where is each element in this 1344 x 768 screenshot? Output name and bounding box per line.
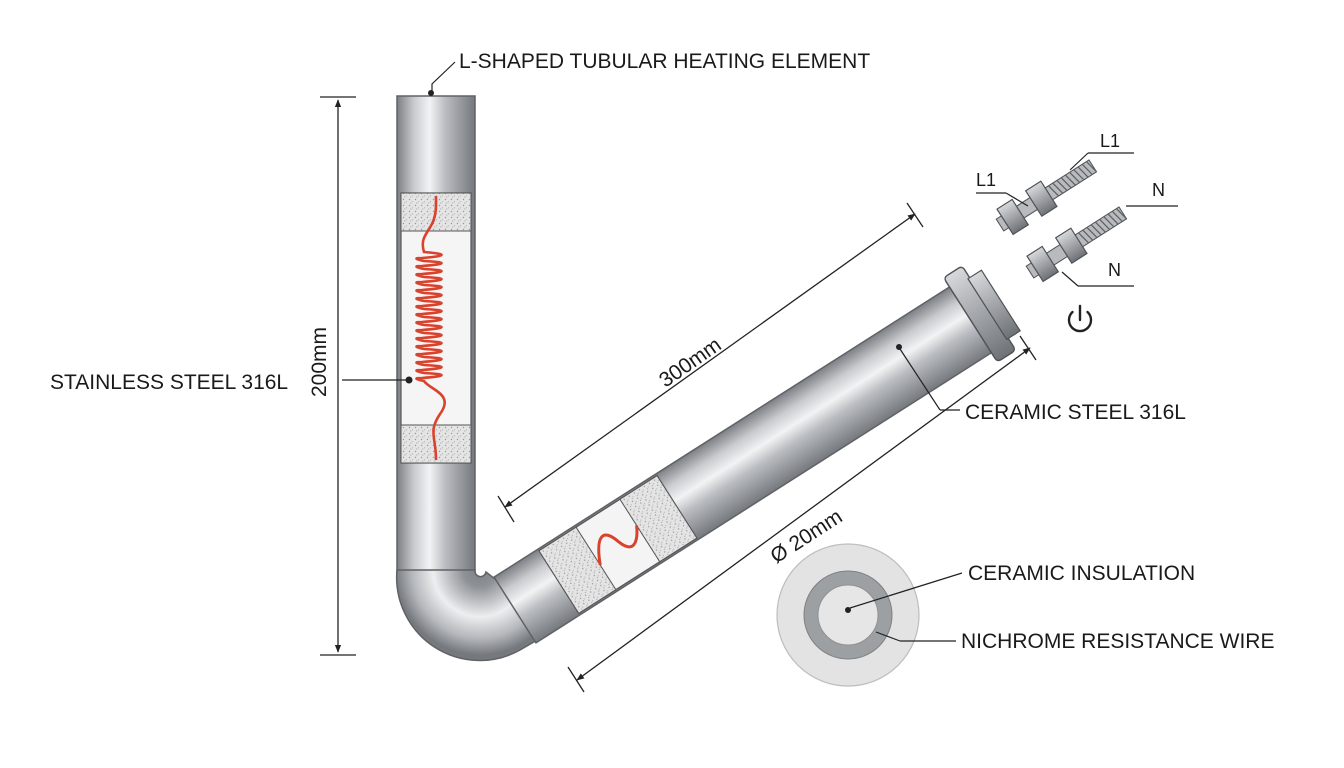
label-nichrome-wire: NICHROME RESISTANCE WIRE [875, 630, 1274, 653]
terminal-label-lower-inner: N [1108, 260, 1121, 280]
diagram-title: L-SHAPED TUBULAR HEATING ELEMENT [459, 50, 870, 73]
terminal-label-upper-outer: L1 [1100, 131, 1120, 151]
terminal-studs [995, 159, 1128, 283]
ceramic-insulation-label: CERAMIC INSULATION [968, 562, 1195, 585]
terminal-nut [1024, 180, 1058, 217]
nichrome-coil [415, 196, 446, 461]
tube-bend [395, 569, 560, 662]
dimension-vertical: 200mm [308, 96, 356, 656]
terminal-nut [996, 198, 1030, 236]
stainless-steel-label: STAINLESS STEEL 316L [50, 371, 288, 394]
title-group: L-SHAPED TUBULAR HEATING ELEMENT [428, 50, 870, 96]
label-ceramic-steel: CERAMIC STEEL 316L [896, 344, 1186, 424]
nichrome-wire-label: NICHROME RESISTANCE WIRE [961, 630, 1274, 653]
terminal-label-lower-outer: N [1152, 180, 1165, 200]
cross-section [776, 543, 920, 687]
label-stainless-steel: STAINLESS STEEL 316L [50, 371, 413, 394]
terminal-nut [1054, 227, 1088, 264]
vertical-cutaway [400, 192, 472, 464]
vertical-length-label: 200mm [308, 327, 331, 397]
ceramic-steel-label: CERAMIC STEEL 316L [965, 401, 1186, 424]
terminal-nut [1026, 245, 1060, 283]
terminal-labels: L1 L1 N N [976, 131, 1178, 287]
label-ceramic-insulation: CERAMIC INSULATION [849, 562, 1195, 609]
power-icon [1067, 304, 1093, 333]
terminal-label-upper-inner: L1 [976, 170, 996, 190]
horizontal-length-label: 300mm [655, 333, 726, 392]
